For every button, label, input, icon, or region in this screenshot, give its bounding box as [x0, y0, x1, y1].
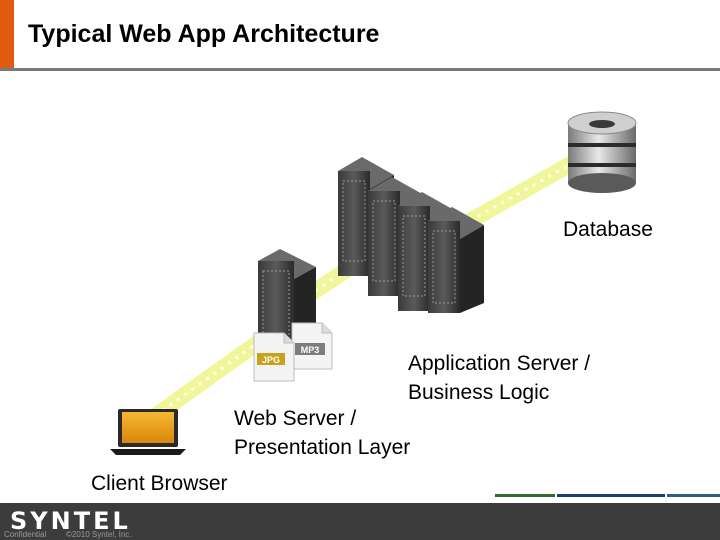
header-divider: [0, 68, 720, 71]
app-server-label-line1: Application Server /: [408, 352, 591, 375]
app-server-label-line2: Business Logic: [408, 381, 550, 404]
connection-client-to-web: [147, 333, 268, 424]
syntel-logo: SYNTEL: [10, 507, 131, 535]
laptop-icon: [110, 409, 186, 455]
footer-bar: [0, 503, 720, 540]
jpg-file-icon: JPG: [253, 332, 295, 382]
jpg-badge: JPG: [262, 355, 280, 365]
mp3-badge: MP3: [301, 345, 320, 355]
database-icon: [567, 111, 637, 193]
accent-bar: [0, 0, 14, 68]
architecture-diagram: MP3 JPG: [110, 111, 637, 455]
slide-header: Typical Web App Architecture: [0, 0, 720, 68]
app-server-rack-4: [428, 207, 484, 313]
client-browser-label: Client Browser: [91, 472, 228, 495]
web-server-label-line2: Presentation Layer: [234, 436, 411, 459]
copyright-note: ©2010 Syntel, Inc.: [66, 530, 132, 539]
footer-accent-lines: [495, 494, 720, 497]
mp3-file-icon: MP3: [291, 322, 333, 370]
connection-app-to-database: [462, 148, 593, 229]
confidential-note: Confidential: [4, 530, 47, 539]
database-label: Database: [563, 218, 653, 241]
slide-title: Typical Web App Architecture: [28, 20, 380, 48]
web-server-label-line1: Web Server /: [234, 407, 357, 430]
